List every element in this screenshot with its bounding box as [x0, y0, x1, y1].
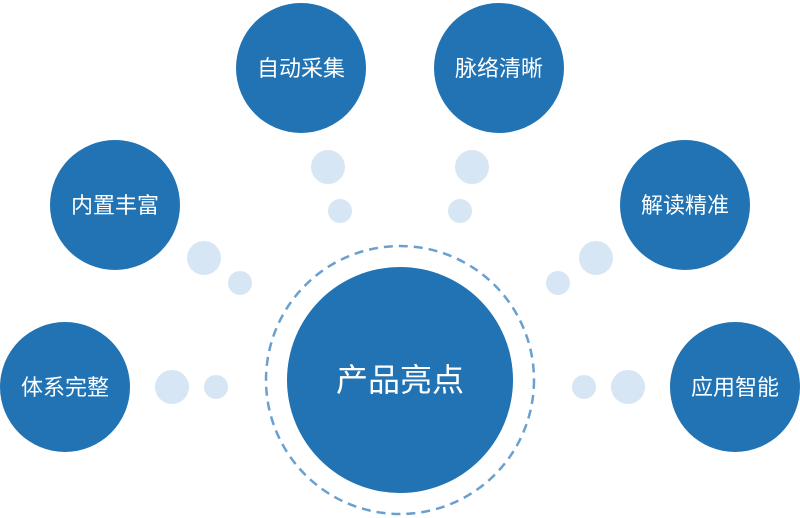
connector-dot-large-complete-system [155, 370, 189, 404]
center-dashed-ring [264, 244, 536, 516]
center-circle [287, 267, 513, 493]
connector-dot-large-precise-interpretation [579, 241, 613, 275]
connector-dot-large-smart-application [611, 370, 645, 404]
connector-dot-small-auto-collect [328, 199, 352, 223]
feature-node-rich-builtin: 内置丰富 [50, 140, 180, 270]
connector-dot-small-complete-system [204, 375, 228, 399]
feature-label: 应用智能 [691, 376, 779, 401]
feature-node-precise-interpretation: 解读精准 [620, 140, 750, 270]
connector-dot-small-clear-context [448, 199, 472, 223]
center-node: 产品亮点 [287, 267, 513, 493]
feature-node-auto-collect: 自动采集 [236, 3, 366, 133]
feature-node-smart-application: 应用智能 [670, 322, 800, 452]
feature-circle [0, 322, 130, 452]
connector-dot-large-clear-context [455, 150, 489, 184]
feature-circle [620, 140, 750, 270]
connector-dot-small-smart-application [572, 375, 596, 399]
feature-circle [50, 140, 180, 270]
feature-label: 脉络清晰 [455, 57, 543, 82]
feature-label: 内置丰富 [71, 194, 159, 219]
connector-dot-small-rich-builtin [228, 271, 252, 295]
feature-node-complete-system: 体系完整 [0, 322, 130, 452]
connector-dot-small-precise-interpretation [546, 271, 570, 295]
feature-circle [670, 322, 800, 452]
feature-circle [236, 3, 366, 133]
feature-label: 解读精准 [641, 194, 729, 219]
connector-dot-large-auto-collect [311, 150, 345, 184]
connector-dot-large-rich-builtin [187, 241, 221, 275]
feature-label: 自动采集 [257, 57, 345, 82]
center-label: 产品亮点 [336, 361, 464, 399]
feature-node-clear-context: 脉络清晰 [434, 3, 564, 133]
feature-circle [434, 3, 564, 133]
feature-label: 体系完整 [21, 376, 109, 401]
